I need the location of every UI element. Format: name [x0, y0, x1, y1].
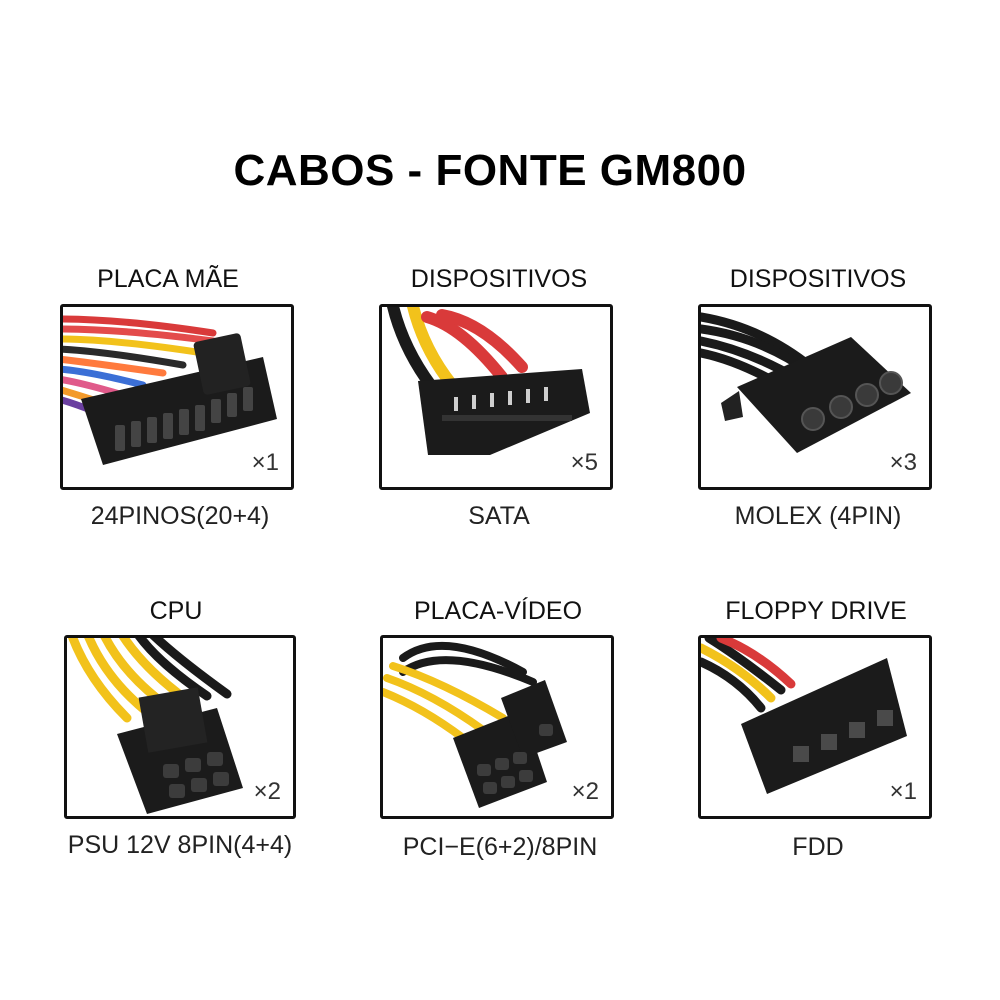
connector-card-molex: DISPOSITIVOS ×3 MOLEX (4PIN)	[698, 262, 934, 542]
connector-label: DISPOSITIVOS	[729, 265, 907, 293]
connector-label: PLACA-VÍDEO	[413, 597, 583, 625]
connector-label: DISPOSITIVOS	[410, 265, 588, 293]
quantity-label: ×3	[889, 449, 917, 476]
quantity-label: ×1	[251, 449, 279, 476]
quantity-label: ×2	[571, 778, 599, 805]
connector-image-frame: ×5	[379, 304, 613, 490]
connector-card-floppy: FLOPPY DRIVE ×1 FDD	[698, 593, 934, 873]
connector-image-frame: ×1	[698, 635, 932, 819]
connector-caption: SATA	[468, 502, 530, 530]
floppy-connector-icon	[701, 638, 907, 794]
quantity-label: ×5	[570, 449, 598, 476]
connector-card-sata: DISPOSITIVOS ×5 SATA	[379, 262, 615, 542]
connector-label: PLACA MÃE	[97, 265, 239, 293]
connector-image-frame: ×2	[380, 635, 614, 819]
connector-caption: PSU 12V 8PIN(4+4)	[67, 831, 293, 859]
connector-card-atx: PLACA MÃE	[60, 262, 296, 542]
connector-card-pcie: PLACA-VÍDEO ×2 PCI−E(6+2)/8P	[380, 593, 616, 873]
connector-image-frame: ×1	[60, 304, 294, 490]
pcie-connector-icon	[383, 641, 567, 808]
page-title: CABOS - FONTE GM800	[233, 146, 747, 195]
connector-caption: MOLEX (4PIN)	[734, 502, 902, 530]
connector-card-cpu: CPU ×2 PSU 12V 8PIN(4+4)	[60, 593, 300, 873]
sata-power-connector-icon	[387, 307, 590, 455]
quantity-label: ×1	[889, 778, 917, 805]
connector-caption: PCI−E(6+2)/8PIN	[402, 833, 598, 861]
connector-image-frame: ×3	[698, 304, 932, 490]
cpu-8pin-connector-icon	[68, 638, 243, 814]
molex-connector-icon	[701, 312, 911, 453]
atx-24pin-connector-icon	[63, 315, 277, 465]
connector-label: CPU	[149, 597, 203, 625]
connector-caption: 24PINOS(20+4)	[90, 502, 270, 530]
connector-image-frame: ×2	[64, 635, 296, 819]
quantity-label: ×2	[253, 778, 281, 805]
connector-caption: FDD	[792, 833, 844, 861]
connector-label: FLOPPY DRIVE	[725, 597, 907, 625]
